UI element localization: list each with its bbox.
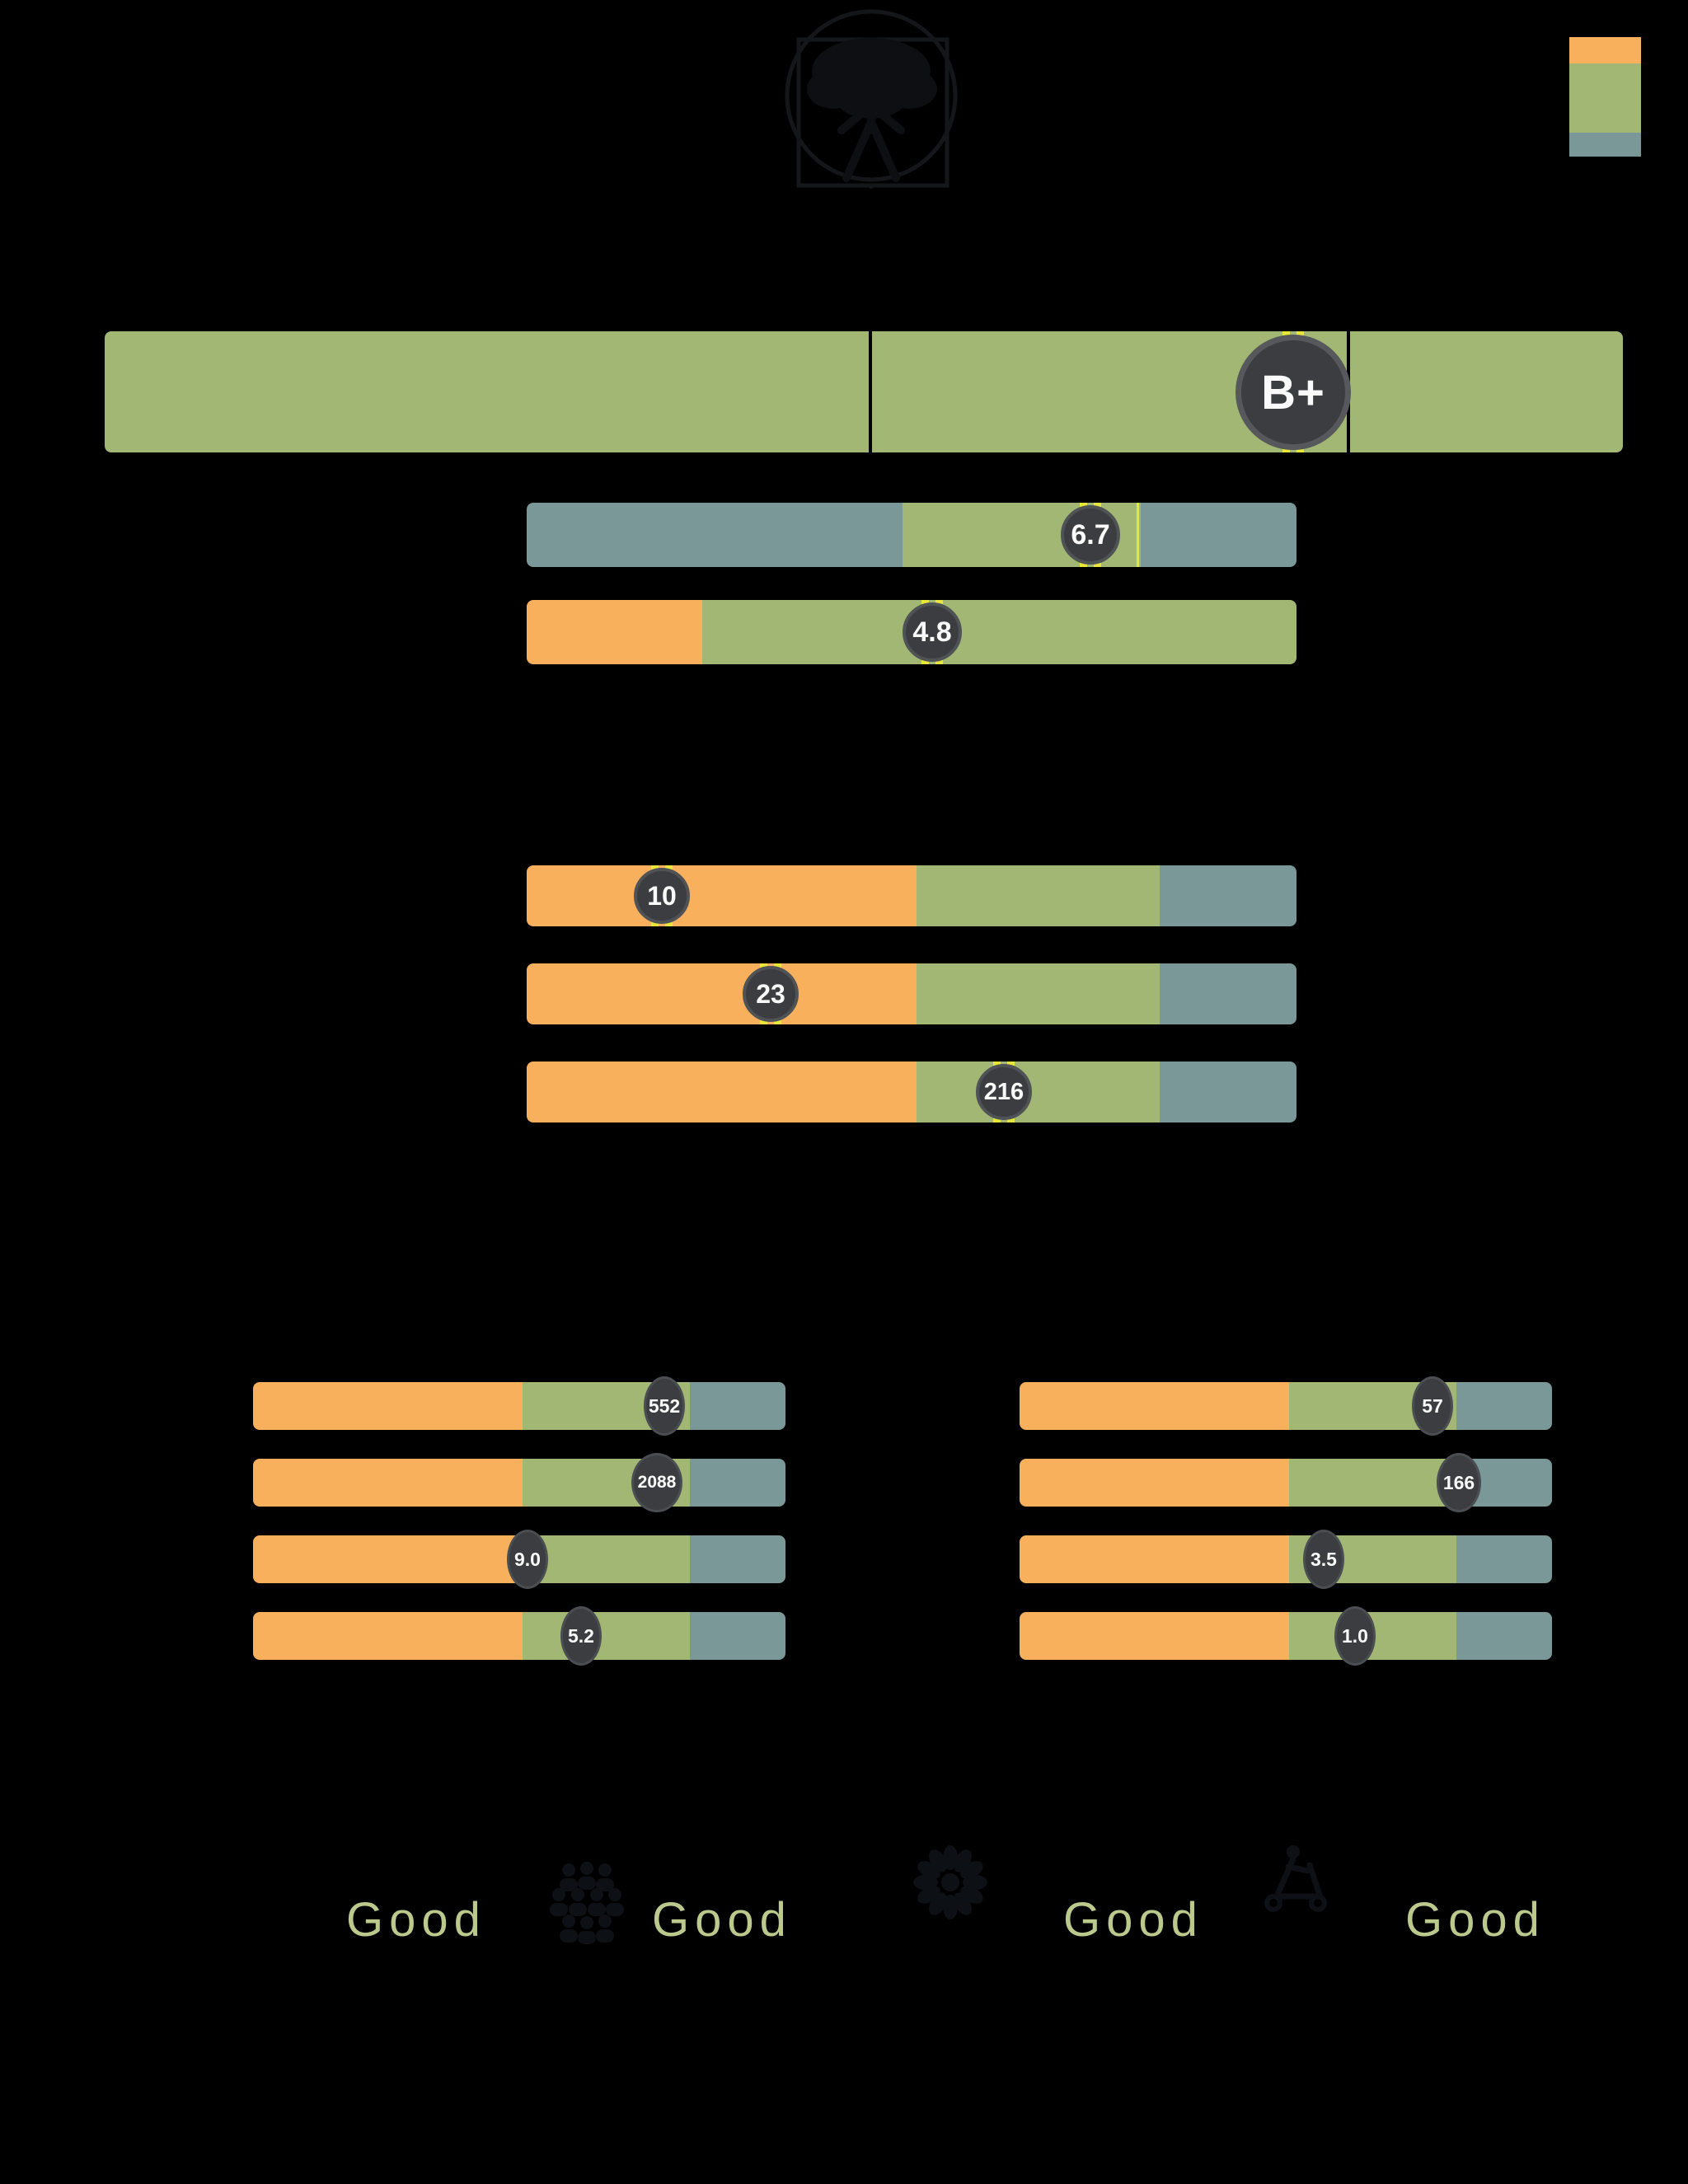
segment-teal (690, 1612, 785, 1660)
grade-value: B+ (1261, 365, 1325, 419)
right-metric-bar-1 (1020, 1382, 1552, 1430)
grade-marker-tick-top (1282, 331, 1304, 335)
segment-orange (527, 1062, 917, 1122)
segment-teal (1456, 1612, 1552, 1660)
segment-orange (253, 1612, 523, 1660)
segment-teal (690, 1382, 785, 1430)
left-metric-bar-1 (253, 1382, 785, 1430)
metric-badge-2: 23 (743, 966, 799, 1022)
metric-bar-3 (527, 1062, 1296, 1122)
segment-teal (1456, 1382, 1552, 1430)
crowd-icon (550, 1862, 624, 1944)
segment-green (917, 1062, 1160, 1122)
left-metric-badge-1: 552 (644, 1376, 685, 1436)
segment-orange (527, 963, 917, 1024)
marker-tick (760, 963, 781, 968)
right-metric-badge-1: 57 (1412, 1376, 1453, 1436)
score-badge-2: 4.8 (903, 602, 962, 662)
segment-orange (253, 1382, 523, 1430)
rating-label-2: Good (652, 1893, 792, 1947)
marker-tick (760, 1020, 781, 1024)
left-metric-badge-3: 9.0 (507, 1530, 548, 1589)
rating-label-1: Good (346, 1893, 486, 1947)
grade-marker-tick-bottom (1282, 448, 1304, 452)
segment-orange (1020, 1382, 1289, 1430)
legend-orange-swatch (1569, 37, 1641, 63)
left-metric-bar-2 (253, 1459, 785, 1507)
segment-green (702, 600, 1296, 664)
segment-orange (253, 1535, 523, 1583)
segment-teal (1141, 503, 1296, 567)
left-metric-bar-3 (253, 1535, 785, 1583)
grade-divider-1 (869, 331, 872, 452)
marker-tick (921, 600, 943, 604)
legend-teal-swatch (1569, 133, 1641, 157)
marker-tick (993, 1118, 1015, 1122)
segment-green (917, 963, 1160, 1024)
marker-tick (1080, 563, 1101, 567)
legend-green-swatch (1569, 63, 1641, 133)
marker-tick (993, 1062, 1015, 1066)
scooter-rider-icon (1264, 1845, 1327, 1912)
rating-label-3: Good (1063, 1893, 1203, 1947)
grade-scale-bar (105, 331, 1623, 452)
grade-badge: B+ (1236, 335, 1351, 450)
segment-teal (690, 1459, 785, 1507)
score-bar-1 (527, 503, 1296, 567)
marker-tick (921, 660, 943, 664)
left-metric-badge-2: 2088 (631, 1453, 682, 1512)
legend (1569, 37, 1641, 157)
right-metric-bar-4 (1020, 1612, 1552, 1660)
rating-label-4: Good (1405, 1893, 1545, 1947)
left-metric-bar-4 (253, 1612, 785, 1660)
right-metric-badge-2: 166 (1437, 1453, 1481, 1512)
metric-bar-1 (527, 865, 1296, 926)
segment-teal (1160, 963, 1296, 1024)
segment-orange (1020, 1459, 1289, 1507)
segment-orange (527, 865, 917, 926)
segment-teal (690, 1535, 785, 1583)
marker-tick (1080, 503, 1101, 507)
rosette-flower-icon (913, 1845, 987, 1919)
segment-teal (1456, 1535, 1552, 1583)
marker-tick (651, 922, 673, 926)
metric-bar-2 (527, 963, 1296, 1024)
left-metric-badge-4: 5.2 (560, 1606, 602, 1666)
tree-logo-icon (785, 9, 958, 189)
segment-orange (253, 1459, 523, 1507)
metric-badge-1: 10 (634, 868, 690, 924)
segment-teal (527, 503, 903, 567)
segment-green (1289, 1459, 1456, 1507)
right-metric-bar-3 (1020, 1535, 1552, 1583)
segment-orange (1020, 1535, 1289, 1583)
right-metric-badge-4: 1.0 (1334, 1606, 1376, 1666)
score-badge-1: 6.7 (1061, 505, 1120, 565)
segment-green (917, 865, 1160, 926)
segment-orange (1020, 1612, 1289, 1660)
metric-badge-3: 216 (976, 1064, 1032, 1120)
right-metric-badge-3: 3.5 (1303, 1530, 1344, 1589)
segment-green (523, 1612, 690, 1660)
marker-tick (651, 865, 673, 869)
segment-green (523, 1535, 690, 1583)
segment-orange (527, 600, 702, 664)
score-bar-2 (527, 600, 1296, 664)
segment-teal (1160, 865, 1296, 926)
segment-teal (1160, 1062, 1296, 1122)
reference-marker-line (1137, 503, 1139, 567)
right-metric-bar-2 (1020, 1459, 1552, 1507)
